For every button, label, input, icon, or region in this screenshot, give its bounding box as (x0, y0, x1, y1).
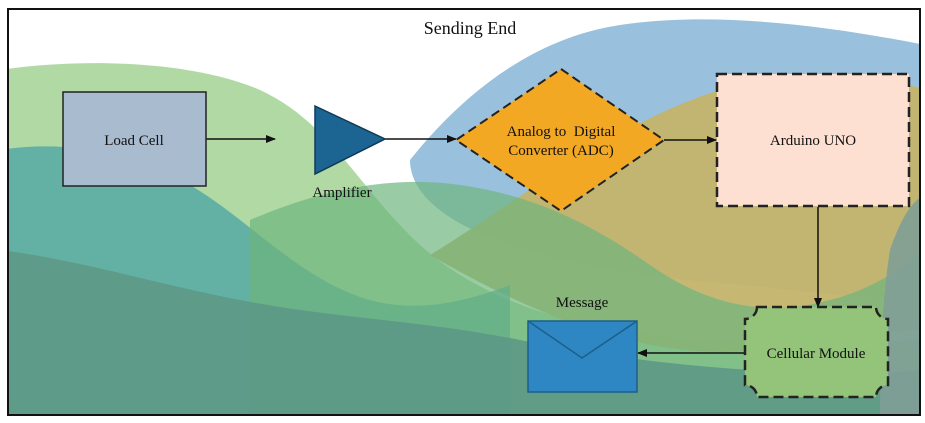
arduino-label: Arduino UNO (770, 133, 856, 149)
diagram-title: Sending End (424, 18, 517, 38)
amplifier-label: Amplifier (312, 185, 371, 201)
envelope-icon (527, 320, 638, 393)
load-cell-label: Load Cell (104, 133, 164, 149)
adc-label-line2: Converter (ADC) (508, 143, 613, 159)
load-cell-box (62, 91, 207, 187)
arduino-node: Arduino UNO (715, 72, 911, 208)
amplifier-node: Amplifier (312, 104, 387, 201)
adc-label-line1: Analog to Digital (507, 124, 616, 140)
message-node: Message (527, 295, 638, 393)
message-label: Message (556, 295, 609, 311)
grey-right-wave (880, 197, 920, 415)
adc-diamond (454, 67, 666, 213)
adc-node: Analog to Digital Converter (ADC) (454, 67, 666, 213)
load-cell-node: Load Cell (62, 91, 207, 187)
cellular-box (743, 305, 890, 399)
amplifier-triangle (314, 104, 387, 176)
cellular-label: Cellular Module (767, 346, 866, 362)
arduino-box (715, 72, 911, 208)
diagram-frame (7, 8, 921, 416)
cellular-node: Cellular Module (743, 305, 890, 399)
dark-green-wave (8, 251, 920, 415)
connectors (206, 135, 822, 357)
